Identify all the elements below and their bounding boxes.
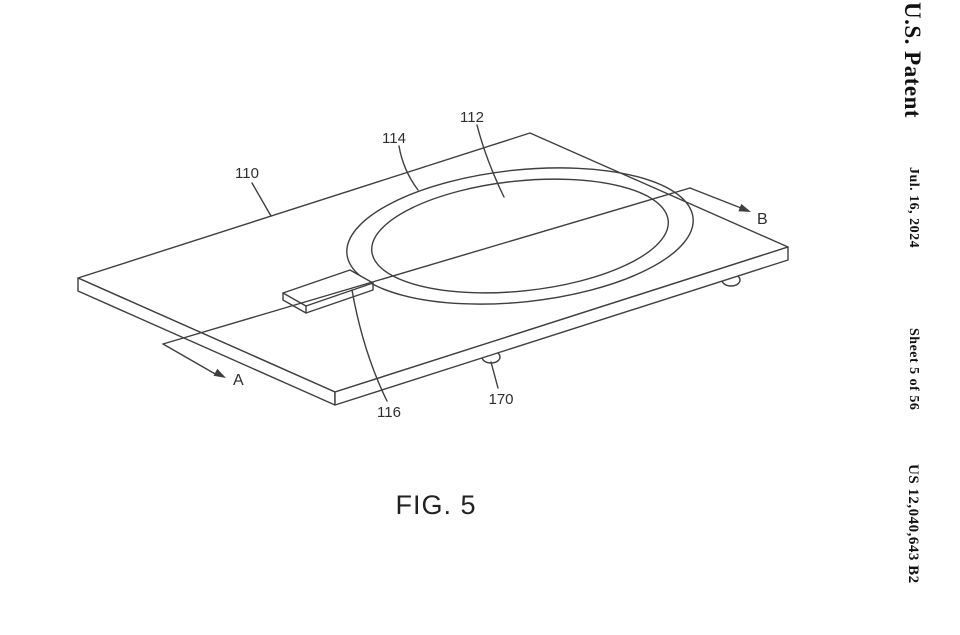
section-line <box>162 187 691 345</box>
leader-112 <box>476 124 505 198</box>
section-arrow-b-shaft <box>689 187 742 209</box>
coil-outer-ellipse <box>346 167 694 305</box>
patent-header-title: U.S. Patent <box>900 2 925 119</box>
label-112: 112 <box>460 109 484 126</box>
coil-ring <box>346 167 694 305</box>
label-110: 110 <box>235 165 259 182</box>
label-section-a: A <box>233 372 244 389</box>
section-line-group <box>162 187 751 378</box>
connector-left-thickness <box>282 292 307 314</box>
section-arrow-b-head <box>738 203 751 212</box>
section-arrow-a-shaft <box>162 343 218 376</box>
leader-114 <box>398 145 419 191</box>
leader-116 <box>351 289 388 402</box>
coil-inner-ellipse <box>371 178 669 294</box>
label-114: 114 <box>382 130 406 147</box>
leader-170 <box>490 361 499 389</box>
connector-box <box>282 269 374 314</box>
patent-header-sheet: Sheet 5 of 56 <box>906 328 921 411</box>
leader-lines <box>251 124 505 402</box>
leader-110 <box>251 182 272 217</box>
plate-top-face <box>77 132 789 393</box>
label-section-b: B <box>757 211 768 228</box>
label-116: 116 <box>377 404 401 421</box>
figure-caption: FIG. 5 <box>395 490 476 520</box>
patent-header-number: US 12,040,643 B2 <box>905 464 921 584</box>
patent-header-date: Jul. 16, 2024 <box>906 167 921 249</box>
plate-front-right-band <box>334 246 789 406</box>
section-arrow-a-head <box>213 368 226 378</box>
connector-right-thickness <box>305 282 374 314</box>
label-170: 170 <box>488 391 513 408</box>
